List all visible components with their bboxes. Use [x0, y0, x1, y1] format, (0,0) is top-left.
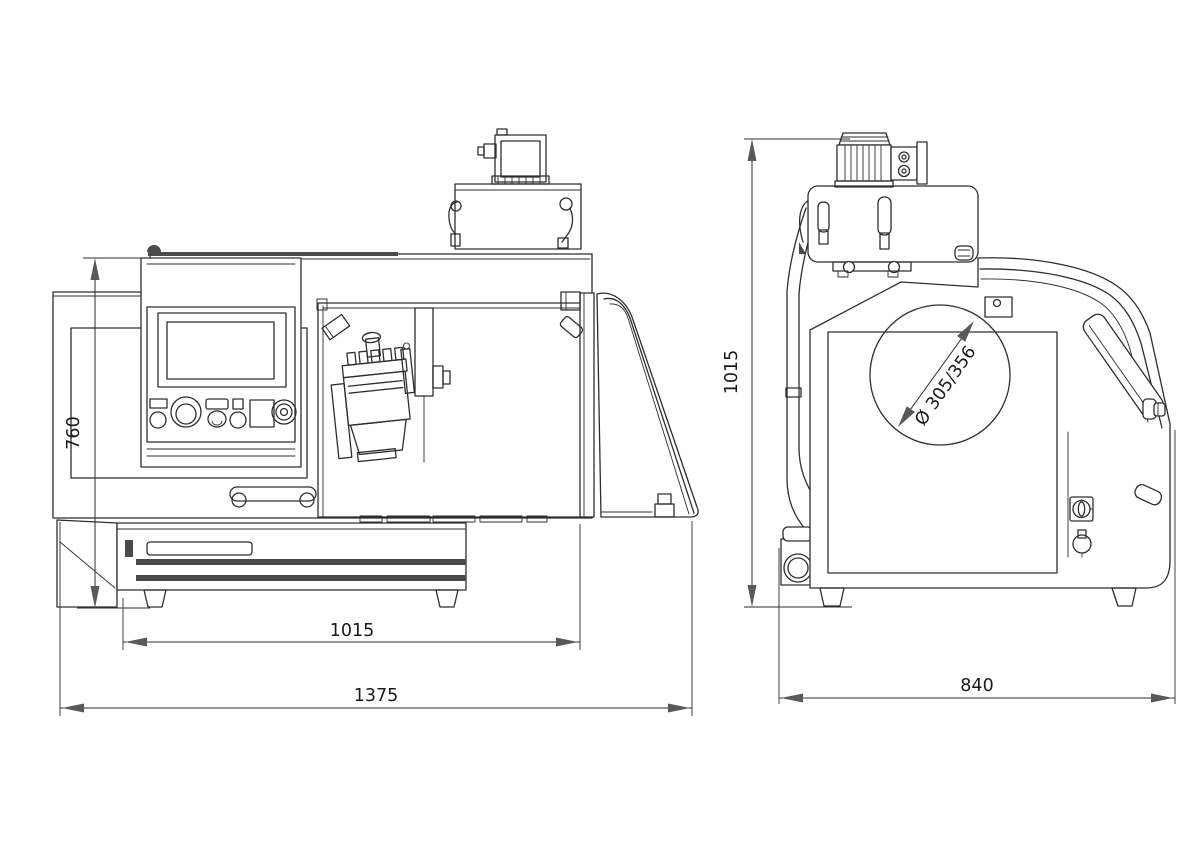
latch-bracket — [984, 296, 1013, 318]
push-button — [149, 411, 167, 429]
shaft-end — [483, 143, 497, 159]
hinge — [560, 291, 581, 311]
dim-overall-depth: 840 — [778, 430, 1176, 704]
side-guard-box — [807, 185, 979, 278]
dim-side-height: 1015 — [722, 138, 852, 608]
cutting-chamber — [316, 298, 593, 523]
dim-label-front-height: 760 — [64, 416, 84, 449]
foot — [1111, 587, 1137, 607]
dim-front-height: 760 — [64, 257, 150, 609]
door-post — [579, 292, 595, 518]
display-bezel — [157, 312, 287, 388]
chamber-handle — [229, 486, 317, 508]
side-body — [809, 257, 1171, 607]
dim-label-front-length: 1015 — [330, 621, 375, 641]
pivot-bolt — [954, 245, 974, 261]
table-slots — [359, 515, 548, 523]
rotary-knob — [170, 396, 202, 428]
tank-face — [827, 331, 1058, 574]
foot — [143, 589, 167, 608]
side-knob — [1142, 398, 1166, 420]
foot — [819, 587, 845, 607]
dim-overall-length: 1375 — [59, 521, 693, 716]
front-body — [52, 245, 593, 519]
cutting-wheel-circle — [869, 304, 1011, 446]
coolant-pump — [780, 526, 816, 586]
control-panel — [140, 257, 302, 468]
front-motor — [477, 128, 550, 185]
latch-lever — [877, 196, 892, 236]
latch — [559, 197, 573, 211]
hinge-bracket — [559, 315, 584, 339]
open-hood — [559, 291, 699, 518]
lifting-eye — [147, 245, 161, 252]
drawer-slot — [146, 541, 253, 556]
dim-label-side-height: 1015 — [722, 350, 742, 395]
side-view: Ø 305/356 1015 — [722, 132, 1176, 704]
latch — [817, 201, 830, 233]
work-light — [321, 313, 351, 341]
dim-label-overall-depth: 840 — [960, 676, 993, 696]
emergency-stop-button — [271, 399, 297, 425]
dim-label-overall-length: 1375 — [354, 686, 399, 706]
push-button — [229, 411, 247, 429]
foot — [435, 589, 459, 608]
handle-stub — [1134, 483, 1163, 506]
side-motor — [834, 132, 928, 188]
toggle-button — [207, 410, 227, 428]
main-switch — [1069, 496, 1094, 558]
front-guard-box — [448, 183, 582, 250]
dim-front-length: 1015 — [122, 524, 581, 650]
display-screen — [166, 321, 275, 380]
front-base — [56, 519, 467, 608]
cutting-head — [330, 331, 416, 463]
front-view: 760 1015 1375 — [52, 128, 699, 716]
